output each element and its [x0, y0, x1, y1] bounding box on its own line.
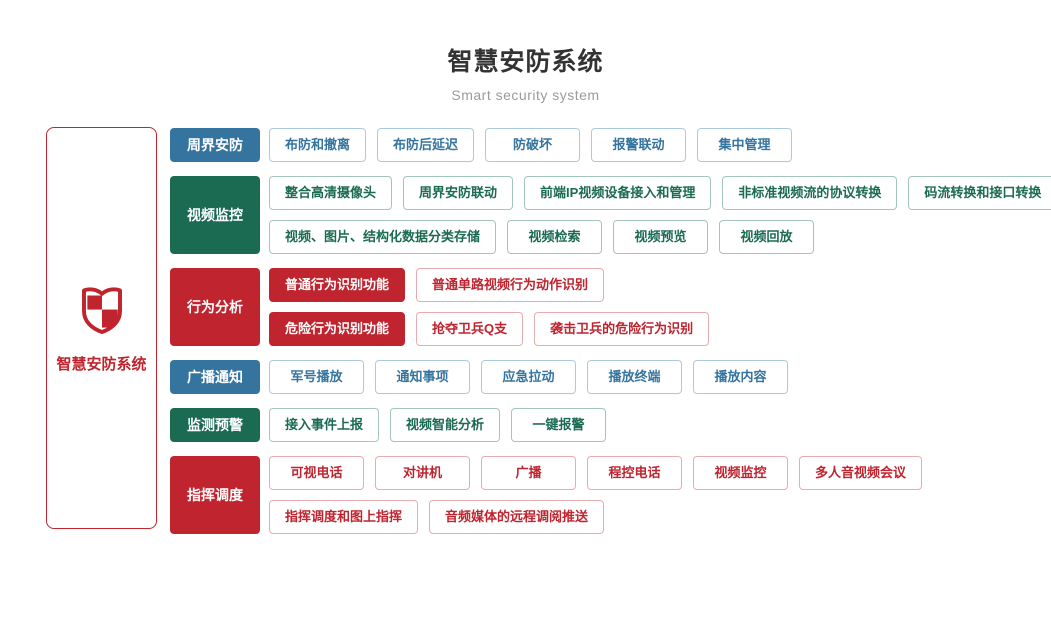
- feature-button: 广播: [481, 456, 576, 490]
- category-label: 周界安防: [170, 128, 260, 162]
- root-node: 智慧安防系统: [46, 127, 157, 529]
- feature-line: 普通行为识别功能普通单路视频行为动作识别: [269, 268, 709, 302]
- page-title: 智慧安防系统: [447, 48, 604, 76]
- feature-button: 视频预览: [613, 220, 709, 254]
- category-rows: 周界安防布防和撤离布防后延迟防破坏报警联动集中管理视频监控整合高清摄像头周界安防…: [170, 128, 1051, 534]
- feature-button: 视频智能分析: [390, 408, 501, 442]
- feature-button: 视频回放: [719, 220, 815, 254]
- feature-button: 播放终端: [587, 360, 682, 394]
- category-row: 行为分析普通行为识别功能普通单路视频行为动作识别危险行为识别功能抢夺卫兵Q支袭击…: [170, 268, 1051, 346]
- feature-lines: 普通行为识别功能普通单路视频行为动作识别危险行为识别功能抢夺卫兵Q支袭击卫兵的危…: [269, 268, 710, 346]
- feature-button: 播放内容: [693, 360, 788, 394]
- feature-button: 视频监控: [693, 456, 788, 490]
- category-label: 监测预警: [170, 408, 260, 442]
- feature-button: 接入事件上报: [269, 408, 380, 442]
- category-label: 指挥调度: [170, 456, 260, 534]
- feature-button: 抢夺卫兵Q支: [416, 312, 524, 346]
- diagram-header: 智慧安防系统 Smart security system: [0, 42, 1051, 103]
- feature-button: 多人音视频会议: [799, 456, 923, 490]
- feature-button: 指挥调度和图上指挥: [269, 500, 419, 534]
- feature-button: 布防后延迟: [377, 128, 475, 162]
- feature-button: 前端IP视频设备接入和管理: [524, 176, 712, 210]
- feature-button: 非标准视频流的协议转换: [722, 176, 898, 210]
- feature-button: 集中管理: [697, 128, 793, 162]
- feature-button: 整合高清摄像头: [269, 176, 393, 210]
- category-row: 视频监控整合高清摄像头周界安防联动前端IP视频设备接入和管理非标准视频流的协议转…: [170, 176, 1051, 254]
- feature-button: 报警联动: [591, 128, 687, 162]
- feature-button: 视频检索: [507, 220, 603, 254]
- feature-button: 视频、图片、结构化数据分类存储: [269, 220, 497, 254]
- feature-button: 音频媒体的远程调阅推送: [429, 500, 605, 534]
- feature-button: 袭击卫兵的危险行为识别: [534, 312, 710, 346]
- category-row: 监测预警接入事件上报视频智能分析一键报警: [170, 408, 1051, 442]
- feature-line: 整合高清摄像头周界安防联动前端IP视频设备接入和管理非标准视频流的协议转换码流转…: [269, 176, 1051, 210]
- page-subtitle: Smart security system: [451, 87, 600, 103]
- feature-button: 普通行为识别功能: [269, 268, 406, 302]
- feature-button: 周界安防联动: [403, 176, 514, 210]
- category-row: 指挥调度可视电话对讲机广播程控电话视频监控多人音视频会议指挥调度和图上指挥音频媒…: [170, 456, 1051, 534]
- feature-button: 军号播放: [269, 360, 364, 394]
- feature-lines: 布防和撤离布防后延迟防破坏报警联动集中管理: [269, 128, 793, 162]
- feature-line: 布防和撤离布防后延迟防破坏报警联动集中管理: [269, 128, 793, 162]
- feature-line: 危险行为识别功能抢夺卫兵Q支袭击卫兵的危险行为识别: [269, 312, 710, 346]
- category-label: 视频监控: [170, 176, 260, 254]
- feature-button: 危险行为识别功能: [269, 312, 406, 346]
- feature-button: 码流转换和接口转换: [908, 176, 1051, 210]
- feature-button: 可视电话: [269, 456, 364, 490]
- feature-button: 通知事项: [375, 360, 470, 394]
- feature-button: 一键报警: [511, 408, 607, 442]
- feature-button: 对讲机: [375, 456, 470, 490]
- feature-button: 普通单路视频行为动作识别: [416, 268, 605, 302]
- feature-button: 布防和撤离: [269, 128, 367, 162]
- category-row: 周界安防布防和撤离布防后延迟防破坏报警联动集中管理: [170, 128, 1051, 162]
- feature-line: 军号播放通知事项应急拉动播放终端播放内容: [269, 360, 788, 394]
- feature-line: 指挥调度和图上指挥音频媒体的远程调阅推送: [269, 500, 922, 534]
- feature-button: 应急拉动: [481, 360, 576, 394]
- category-row: 广播通知军号播放通知事项应急拉动播放终端播放内容: [170, 360, 1051, 394]
- feature-lines: 军号播放通知事项应急拉动播放终端播放内容: [269, 360, 788, 394]
- feature-button: 防破坏: [485, 128, 581, 162]
- feature-lines: 接入事件上报视频智能分析一键报警: [269, 408, 607, 442]
- shield-icon: [75, 282, 129, 341]
- feature-line: 接入事件上报视频智能分析一键报警: [269, 408, 607, 442]
- root-node-label: 智慧安防系统: [56, 356, 147, 373]
- category-label: 广播通知: [170, 360, 260, 394]
- feature-lines: 可视电话对讲机广播程控电话视频监控多人音视频会议指挥调度和图上指挥音频媒体的远程…: [269, 456, 923, 534]
- feature-button: 程控电话: [587, 456, 682, 490]
- feature-lines: 整合高清摄像头周界安防联动前端IP视频设备接入和管理非标准视频流的协议转换码流转…: [269, 176, 1051, 254]
- category-label: 行为分析: [170, 268, 260, 346]
- feature-line: 可视电话对讲机广播程控电话视频监控多人音视频会议: [269, 456, 923, 490]
- feature-line: 视频、图片、结构化数据分类存储视频检索视频预览视频回放: [269, 220, 1051, 254]
